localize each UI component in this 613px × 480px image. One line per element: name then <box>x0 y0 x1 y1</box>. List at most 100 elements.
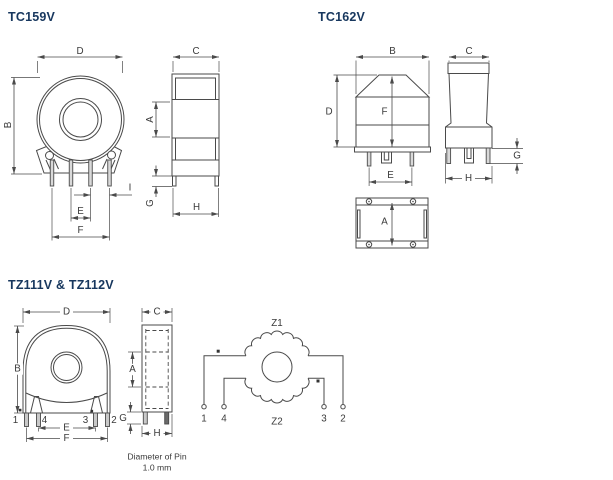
tc159v-dim-F: F <box>52 225 110 239</box>
pin-notch-left <box>30 396 43 414</box>
tc159v-title: TC159V <box>8 10 56 24</box>
terminal <box>321 404 327 410</box>
tc162v-dim-H: H <box>445 153 493 185</box>
case-base-lip <box>354 146 431 153</box>
dim-label-g: G <box>513 151 521 162</box>
pin <box>366 151 372 167</box>
toroid-body-inner-outline <box>39 78 122 161</box>
standoff-leg-right <box>214 175 219 187</box>
pin <box>49 159 55 187</box>
dim-label-g: G <box>145 199 156 207</box>
pin <box>107 159 112 187</box>
case-side-lid <box>447 62 490 74</box>
dim-label-c: C <box>465 46 472 57</box>
terminal-label-4: 4 <box>221 414 227 425</box>
case-front-outline <box>355 96 430 148</box>
pin <box>446 147 452 164</box>
pin <box>485 147 491 164</box>
pin-label-3: 3 <box>83 415 89 426</box>
dim-label-g: G <box>119 413 127 424</box>
polarity-dot <box>90 409 94 413</box>
pin-notch-right <box>90 396 103 414</box>
mounting-hole-left <box>45 151 54 160</box>
center-tab-slot <box>466 147 472 159</box>
tz-dim-F: F <box>26 427 108 445</box>
tc159v-dim-I: I <box>74 183 132 197</box>
pin <box>68 159 74 187</box>
dim-label-b: B <box>389 46 396 57</box>
dim-label-e: E <box>63 423 70 434</box>
tc162v-dim-D: D <box>325 74 377 148</box>
tz-title: TZ111V & TZ112V <box>8 278 114 292</box>
center-hole-outer <box>50 351 83 384</box>
tc162v-dim-F: F <box>382 76 394 147</box>
tz-dim-H: H <box>141 414 173 440</box>
tc162v-dim-B: B <box>355 46 430 94</box>
tc162v-dim-G: G <box>490 138 523 174</box>
tz-dim-A: A <box>127 351 141 388</box>
dim-label-a: A <box>129 364 136 375</box>
polarity-dot <box>18 408 22 412</box>
pin-note-line1: Diameter of Pin <box>127 452 186 462</box>
tz-dim-E: E <box>38 422 96 434</box>
tc162v-title: TC162V <box>318 10 366 24</box>
pin-label-1: 1 <box>13 415 18 426</box>
dim-label-b: B <box>3 121 14 128</box>
dim-label-e: E <box>387 170 394 181</box>
dim-label-h: H <box>193 202 200 213</box>
pin-note-line2: 1.0 mm <box>143 463 172 473</box>
case-side-outline <box>445 73 493 149</box>
winding-z1 <box>244 330 310 356</box>
lead-terminal-1 <box>203 355 246 405</box>
pin <box>164 411 170 425</box>
dim-label-c: C <box>192 46 199 57</box>
dim-label-f: F <box>64 433 70 444</box>
tc159v-dim-H: H <box>172 188 219 217</box>
pin <box>409 151 415 167</box>
center-hole-inner <box>53 354 80 381</box>
pin-1 <box>24 412 29 427</box>
tc159v-front-view <box>35 75 125 187</box>
tc159v-dim-B: B <box>3 77 42 175</box>
dim-label-f: F <box>78 225 84 236</box>
lead-terminal-3 <box>308 377 325 405</box>
tz-side-view <box>141 324 173 425</box>
terminal-label-2: 2 <box>340 414 345 425</box>
dim-label-d: D <box>325 107 332 118</box>
pin <box>142 411 148 425</box>
terminal <box>201 404 207 410</box>
winding-z2 <box>244 378 310 404</box>
lead-terminal-4 <box>223 377 246 405</box>
standoff-leg-left <box>172 175 177 187</box>
polarity-dot <box>316 379 320 383</box>
tc159v-dim-A: A <box>145 101 170 138</box>
center-tab-slot <box>383 151 390 161</box>
tc159v-dim-D: D <box>37 46 123 73</box>
tz-pin-note: Diameter of Pin 1.0 mm <box>127 452 186 473</box>
tz-drawing: 1 4 3 2 D B E <box>12 306 346 473</box>
dim-label-b: B <box>14 364 21 375</box>
dim-label-e: E <box>77 206 84 217</box>
terminal <box>340 404 346 410</box>
toroid-core-hole <box>261 351 293 383</box>
pin-label-4: 4 <box>42 415 48 426</box>
case-side-outline <box>171 73 220 177</box>
tz-dim-G: G <box>119 402 141 434</box>
dim-label-i: I <box>129 183 132 194</box>
mounting-hole-right <box>107 150 116 160</box>
dim-label-h: H <box>465 173 472 184</box>
center-tab <box>381 151 392 164</box>
pin-3 <box>93 412 98 427</box>
tc162v-drawing: B D F E <box>325 46 523 249</box>
tz-front-view: 1 4 3 2 <box>13 324 117 427</box>
lead-terminal-2 <box>308 355 344 405</box>
dim-label-c: C <box>153 307 160 318</box>
winding-label-z2: Z2 <box>271 417 282 428</box>
tz-dim-D: D <box>22 306 111 323</box>
tz-dim-C: C <box>141 306 173 322</box>
tc162v-dim-E: E <box>368 167 413 186</box>
dim-label-a: A <box>145 116 156 123</box>
pin-label-2: 2 <box>111 415 116 426</box>
center-hole-inner <box>62 101 99 138</box>
case-inner-outline <box>25 327 108 413</box>
